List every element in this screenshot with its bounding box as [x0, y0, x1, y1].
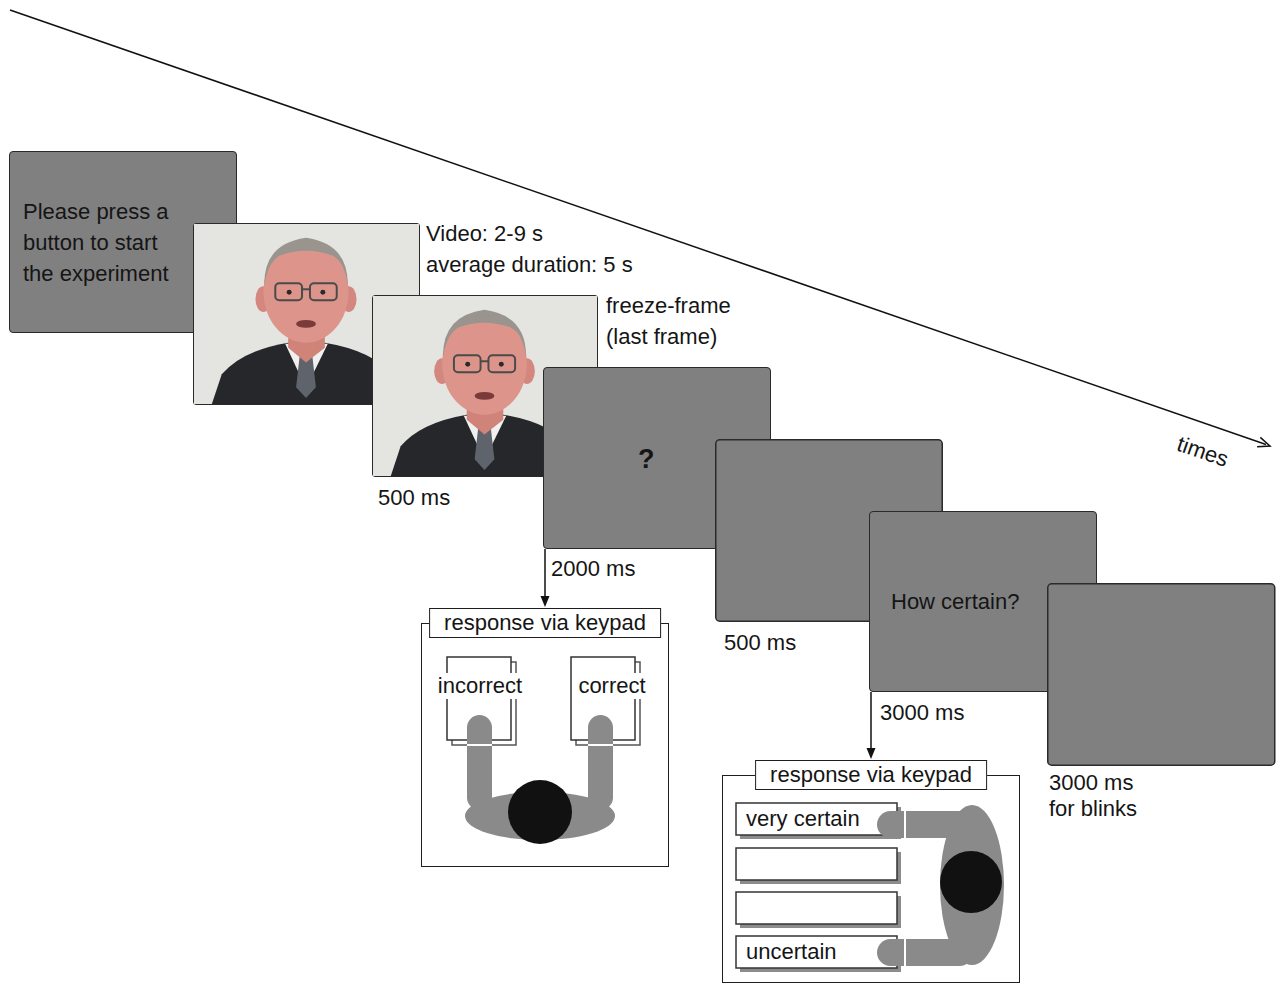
rating-bar: [736, 803, 897, 835]
rating-key: uncertain: [736, 936, 897, 968]
duration-label: 500 ms: [724, 630, 796, 656]
rating-label: uncertain: [746, 936, 837, 968]
duration-label: 3000 ms: [880, 700, 964, 726]
connector-line: [544, 549, 546, 599]
arrow-head: [541, 596, 550, 607]
head: [508, 780, 572, 844]
panel-header: response via keypad: [755, 760, 987, 790]
duration-label: 3000 ms for blinks: [1049, 770, 1149, 822]
rating-label: very certain: [746, 803, 860, 835]
head: [940, 851, 1002, 913]
axis-label: times: [1174, 431, 1232, 473]
video-caption: Video: 2-9 s: [426, 218, 543, 249]
wrist: [588, 744, 613, 746]
key-label: correct: [576, 673, 647, 699]
body: [940, 805, 1004, 965]
wrist: [904, 939, 906, 966]
keypad-panel: response via keypadincorrectcorrect: [421, 623, 669, 867]
arrow-head: [867, 748, 876, 759]
panel-header: response via keypad: [429, 608, 661, 638]
duration-label: 2000 ms: [551, 556, 635, 582]
wrist: [467, 744, 492, 746]
rating-key: very certain: [736, 803, 897, 835]
arm: [467, 715, 492, 810]
duration-label: 500 ms: [378, 485, 450, 511]
video-caption: average duration: 5 s: [426, 249, 633, 280]
time-axis-head: [1257, 437, 1270, 446]
rating-bar: [736, 848, 897, 880]
response-key: incorrect: [436, 673, 525, 699]
blank-screen-rect: [1048, 584, 1275, 766]
rating-bar: [736, 936, 897, 968]
connector: [541, 549, 550, 607]
certainty-question: How certain?: [891, 586, 1019, 617]
key-label: incorrect: [436, 673, 524, 699]
arm: [588, 715, 613, 810]
connector: [867, 692, 876, 759]
rating-bar: [736, 892, 897, 924]
instruction-text: Please press a button to start the exper…: [23, 196, 188, 289]
freeze-caption: freeze-frame (last frame): [606, 290, 746, 352]
response-key: correct: [576, 673, 648, 699]
question-mark: ?: [638, 444, 655, 475]
blank-screen: [1047, 583, 1276, 766]
keypad-panel: response via keypadvery certainuncertain: [722, 775, 1020, 983]
connector-line: [870, 692, 872, 751]
wrist: [904, 811, 906, 838]
